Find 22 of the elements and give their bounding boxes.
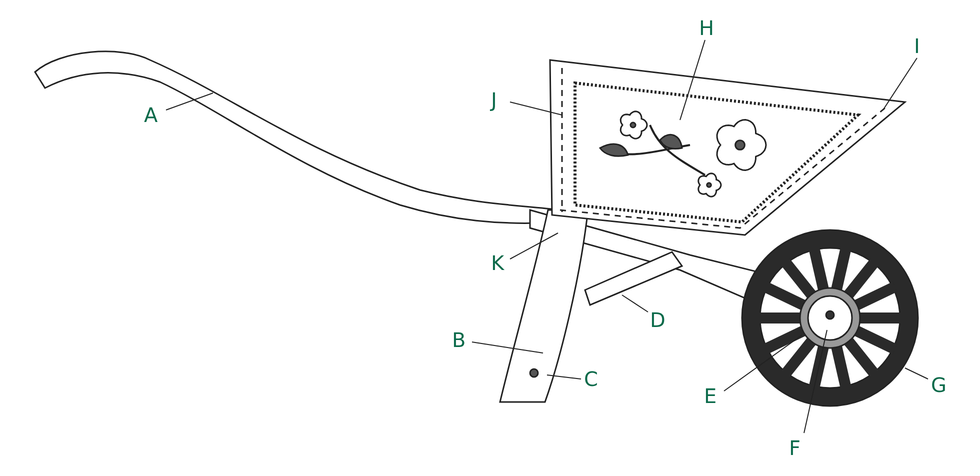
callout-letter: D [650, 310, 666, 330]
leader-line [804, 330, 828, 434]
leader-line [546, 374, 582, 380]
callout-letter: H [699, 18, 714, 38]
callout-letter: C [584, 369, 598, 389]
leader-line [510, 102, 562, 116]
leader-line [622, 294, 648, 312]
leader-line [166, 92, 214, 110]
leader-line [904, 368, 928, 380]
callout-letter: E [704, 386, 717, 406]
callout-letter: J [491, 90, 497, 110]
callout-letter: I [914, 36, 920, 56]
leader-line [510, 232, 558, 260]
callout-letter: G [931, 375, 946, 395]
callout-letter: K [491, 253, 504, 273]
leader-line [882, 58, 918, 110]
leader-line [724, 334, 802, 392]
leader-line [472, 342, 544, 354]
callout-letter: A [144, 105, 158, 125]
callout-letter: B [452, 330, 466, 350]
callout-letter: F [789, 438, 801, 458]
leader-line [680, 40, 706, 120]
